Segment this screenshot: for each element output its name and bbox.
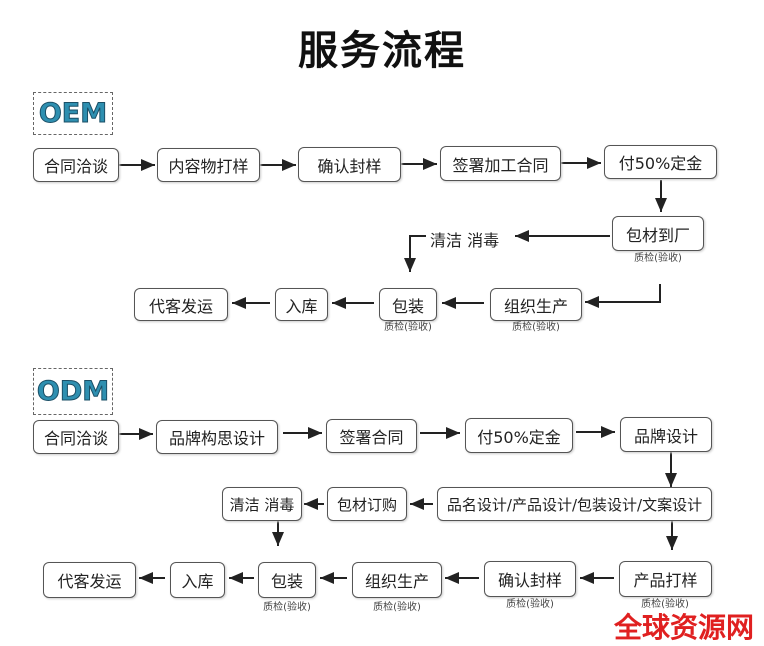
oem-step-warehouse: 入库 (275, 288, 328, 321)
oem-step-clean-disinfect: 清洁 消毒 (430, 231, 500, 250)
odm-step-clean-disinfect: 清洁 消毒 (222, 487, 302, 521)
odm-step-warehouse: 入库 (170, 562, 225, 598)
odm-step-design-details: 品名设计/产品设计/包装设计/文案设计 (437, 487, 712, 521)
page-title: 服务流程 (298, 28, 466, 74)
odm-step-contract-negotiation: 合同洽谈 (33, 420, 119, 454)
oem-step-content-sampling: 内容物打样 (157, 148, 260, 182)
oem-step-confirm-sample: 确认封样 (298, 147, 401, 182)
oem-step-packaging: 包装 (379, 288, 437, 321)
odm-step-confirm-sample: 确认封样 (484, 561, 576, 597)
oem-step-deposit: 付50%定金 (604, 145, 717, 179)
watermark: 全球资源网 (614, 611, 755, 644)
odm-step-purchase-materials: 包材订购 (327, 487, 407, 521)
qc-note: 质检(验收) (634, 253, 682, 264)
qc-note: 质检(验收) (373, 602, 421, 613)
oem-step-production: 组织生产 (490, 288, 582, 321)
odm-step-sign-contract: 签署合同 (326, 419, 417, 453)
oem-step-contract-negotiation: 合同洽谈 (33, 148, 119, 182)
odm-step-shipping: 代客发运 (43, 562, 136, 598)
oem-step-materials-arrive: 包材到厂 (612, 216, 704, 251)
odm-step-production: 组织生产 (352, 562, 442, 598)
odm-step-product-sampling: 产品打样 (619, 561, 712, 597)
qc-note: 质检(验收) (506, 599, 554, 610)
odm-step-deposit: 付50%定金 (465, 418, 573, 453)
oem-step-sign-contract: 签署加工合同 (440, 146, 561, 181)
arrow (585, 284, 661, 308)
odm-step-brand-concept: 品牌构思设计 (156, 420, 278, 454)
oem-step-shipping: 代客发运 (134, 288, 228, 321)
qc-note: 质检(验收) (512, 322, 560, 333)
odm-label: ODM (33, 368, 113, 415)
qc-note: 质检(验收) (641, 599, 689, 610)
qc-note: 质检(验收) (263, 602, 311, 613)
arrow (404, 235, 426, 272)
odm-step-brand-design: 品牌设计 (620, 417, 712, 452)
odm-step-packaging: 包装 (258, 562, 316, 598)
oem-label: OEM (33, 92, 113, 135)
qc-note: 质检(验收) (384, 322, 432, 333)
